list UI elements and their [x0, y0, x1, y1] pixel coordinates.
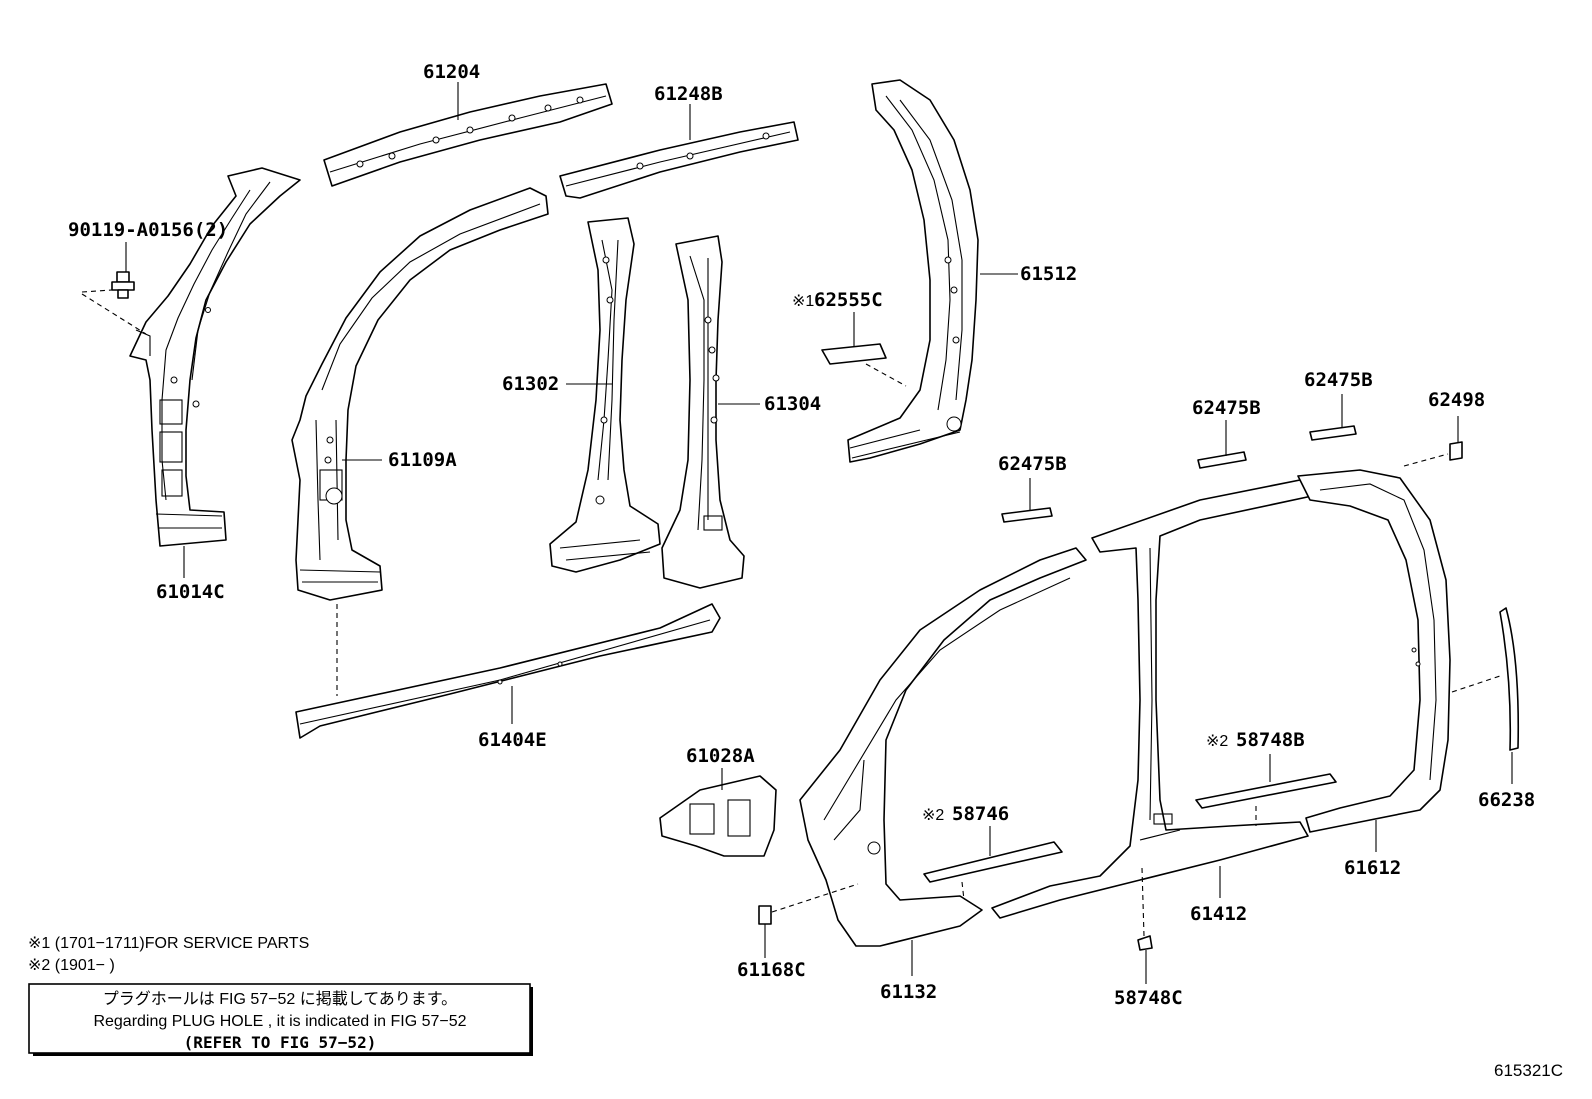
reference-box-line-2: Regarding PLUG HOLE , it is indicated in… [93, 1013, 466, 1030]
part-90119-bolt[interactable] [111, 271, 135, 299]
part-61612-shape[interactable] [1297, 469, 1451, 833]
label-58746-mark: ※2 [922, 807, 944, 824]
part-61404E-shape[interactable] [295, 603, 721, 739]
label-61404E[interactable]: 61404E [478, 729, 547, 751]
label-62555C-mark: ※1 [792, 293, 814, 310]
part-61168C-shape[interactable] [758, 905, 772, 925]
part-62555C-shape[interactable] [821, 343, 887, 365]
label-61204[interactable]: 61204 [423, 61, 480, 83]
label-58748C[interactable]: 58748C [1114, 987, 1183, 1009]
label-62475B-b[interactable]: 62475B [1192, 397, 1261, 419]
label-58748B[interactable]: 58748B [1236, 729, 1305, 751]
leader-lines [125, 82, 1513, 984]
reference-box-line-3: (REFER TO FIG 57−52) [184, 1033, 377, 1052]
part-61109A-shape[interactable] [291, 187, 549, 601]
part-labels: 61204 61248B 90119-A0156(2) 61512 ※1 625… [68, 61, 1535, 1009]
part-61512-shape[interactable] [847, 79, 979, 463]
part-61204-shape[interactable] [323, 83, 613, 187]
part-62475B-strip-a[interactable] [1001, 507, 1053, 523]
label-66238[interactable]: 66238 [1478, 789, 1535, 811]
reference-box: プラグホールは FIG 57−52 に掲載してあります。 Regarding P… [28, 983, 533, 1056]
part-61304-shape[interactable] [661, 235, 745, 589]
label-61304[interactable]: 61304 [764, 393, 821, 415]
label-62475B-c[interactable]: 62475B [1304, 369, 1373, 391]
label-61302[interactable]: 61302 [502, 373, 559, 395]
part-62498-shape[interactable] [1449, 441, 1463, 461]
part-61028A-shape[interactable] [659, 775, 777, 857]
part-58748C-shape[interactable] [1137, 935, 1153, 951]
label-62555C[interactable]: 62555C [814, 289, 883, 311]
label-61014C[interactable]: 61014C [156, 581, 225, 603]
part-61248B-shape[interactable] [559, 121, 799, 199]
label-58746[interactable]: 58746 [952, 803, 1009, 825]
label-61512[interactable]: 61512 [1020, 263, 1077, 285]
part-58746-shape[interactable] [923, 841, 1063, 883]
part-61132-shape[interactable] [799, 547, 1087, 947]
label-90119-A0156[interactable]: 90119-A0156(2) [68, 219, 228, 241]
reference-box-line-1: プラグホールは FIG 57−52 に掲載してあります。 [103, 990, 457, 1008]
figure-id: 615321C [1494, 1061, 1563, 1080]
label-61248B[interactable]: 61248B [654, 83, 723, 105]
label-61612[interactable]: 61612 [1344, 857, 1401, 879]
part-58748B-shape[interactable] [1195, 773, 1337, 809]
part-61014C-shape[interactable] [129, 167, 301, 547]
part-62475B-strip-b[interactable] [1197, 451, 1247, 469]
label-61028A[interactable]: 61028A [686, 745, 755, 767]
label-61168C[interactable]: 61168C [737, 959, 806, 981]
part-62475B-strip-c[interactable] [1309, 425, 1357, 441]
label-61109A[interactable]: 61109A [388, 449, 457, 471]
label-62498[interactable]: 62498 [1428, 389, 1485, 411]
label-62475B-a[interactable]: 62475B [998, 453, 1067, 475]
label-61132[interactable]: 61132 [880, 981, 937, 1003]
footnote-2: ※2 (1901− ) [28, 957, 115, 974]
label-61412[interactable]: 61412 [1190, 903, 1247, 925]
footnote-1: ※1 (1701−1711)FOR SERVICE PARTS [28, 935, 309, 952]
label-58748B-mark: ※2 [1206, 733, 1228, 750]
part-61302-shape[interactable] [549, 217, 661, 573]
part-61412-shape[interactable] [991, 479, 1313, 919]
part-66238-shape[interactable] [1499, 607, 1520, 751]
